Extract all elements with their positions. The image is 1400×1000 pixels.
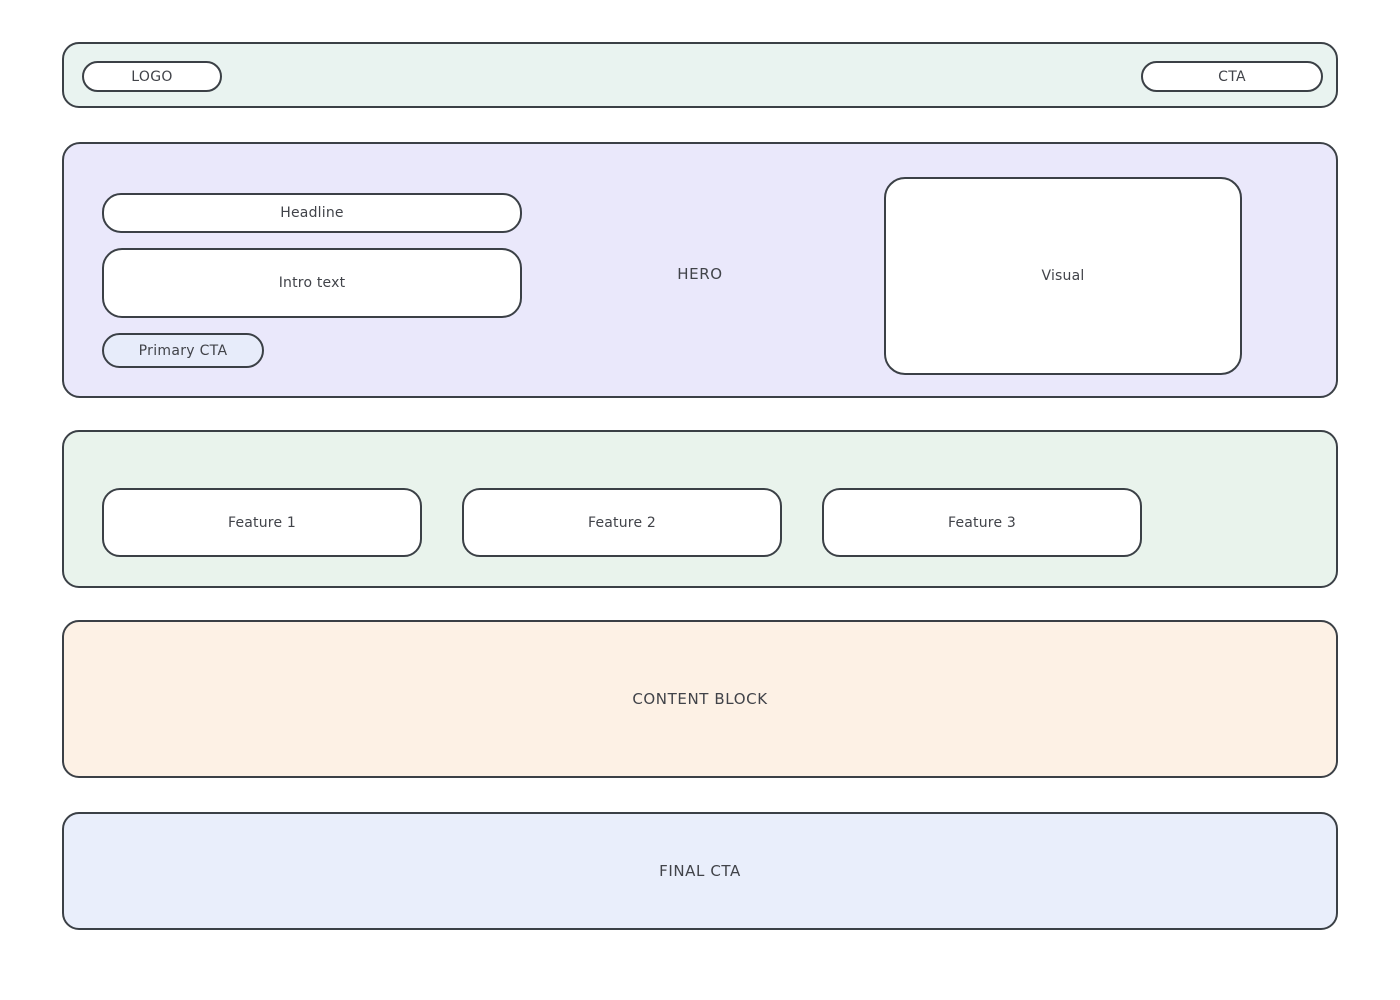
hero-section: Headline Intro text Primary CTA HERO Vis… xyxy=(62,142,1338,398)
final-cta-label: FINAL CTA xyxy=(659,862,741,880)
feature-card-1: Feature 1 xyxy=(102,488,422,557)
feature-card-3: Feature 3 xyxy=(822,488,1142,557)
header-cta-label: CTA xyxy=(1218,68,1246,85)
final-cta-label-wrap: FINAL CTA xyxy=(64,814,1336,928)
primary-cta-button[interactable]: Primary CTA xyxy=(102,333,264,368)
content-block-section: CONTENT BLOCK xyxy=(62,620,1338,778)
final-cta-section[interactable]: FINAL CTA xyxy=(62,812,1338,930)
feature-1-label: Feature 1 xyxy=(227,514,297,531)
feature-3-label: Feature 3 xyxy=(947,514,1017,531)
content-block-label: CONTENT BLOCK xyxy=(632,690,768,708)
logo-label: LOGO xyxy=(131,68,173,85)
top-bar: LOGO CTA xyxy=(62,42,1338,108)
primary-cta-label: Primary CTA xyxy=(138,342,228,359)
header-cta-button[interactable]: CTA xyxy=(1141,61,1323,92)
hero-visual-label: Visual xyxy=(1041,268,1085,284)
hero-visual-placeholder: Visual xyxy=(884,177,1242,375)
feature-2-label: Feature 2 xyxy=(587,514,657,531)
content-block-label-wrap: CONTENT BLOCK xyxy=(64,622,1336,776)
logo-badge[interactable]: LOGO xyxy=(82,61,222,92)
features-section: Feature 1 Feature 2 Feature 3 xyxy=(62,430,1338,588)
hero-section-label: HERO xyxy=(677,265,723,283)
feature-card-2: Feature 2 xyxy=(462,488,782,557)
intro-text-label: Intro text xyxy=(278,275,346,291)
headline-label: Headline xyxy=(280,205,344,221)
headline-placeholder: Headline xyxy=(102,193,522,233)
intro-text-placeholder: Intro text xyxy=(102,248,522,318)
